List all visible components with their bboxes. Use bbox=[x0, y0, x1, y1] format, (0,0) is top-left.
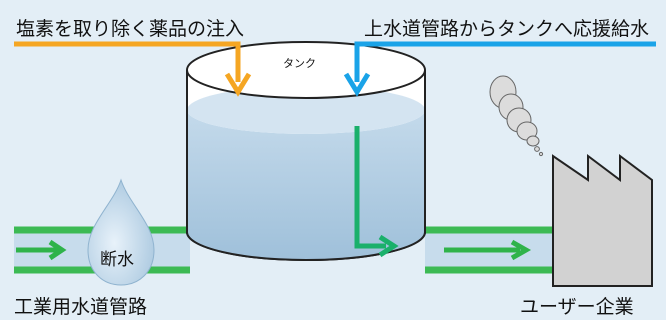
smoke-icon bbox=[489, 75, 544, 157]
water-drop-icon bbox=[87, 178, 155, 286]
chemical-injection-line bbox=[14, 41, 252, 97]
water-cut-label: 断水 bbox=[100, 250, 134, 270]
industrial-pipeline-label: 工業用水道管路 bbox=[14, 296, 148, 318]
tank bbox=[186, 41, 426, 261]
user-company-label: ユーザー企業 bbox=[520, 296, 634, 318]
pipe-flow-arrows bbox=[16, 239, 532, 261]
factory-icon bbox=[552, 154, 653, 287]
tank-label: タンク bbox=[283, 57, 316, 70]
supply-line bbox=[343, 41, 656, 97]
supply-to-tank-label: 上水道管路からタンクへ応援給水 bbox=[364, 18, 650, 40]
tank-flow-arrow bbox=[354, 126, 399, 258]
chemical-injection-label: 塩素を取り除く薬品の注入 bbox=[16, 18, 245, 40]
